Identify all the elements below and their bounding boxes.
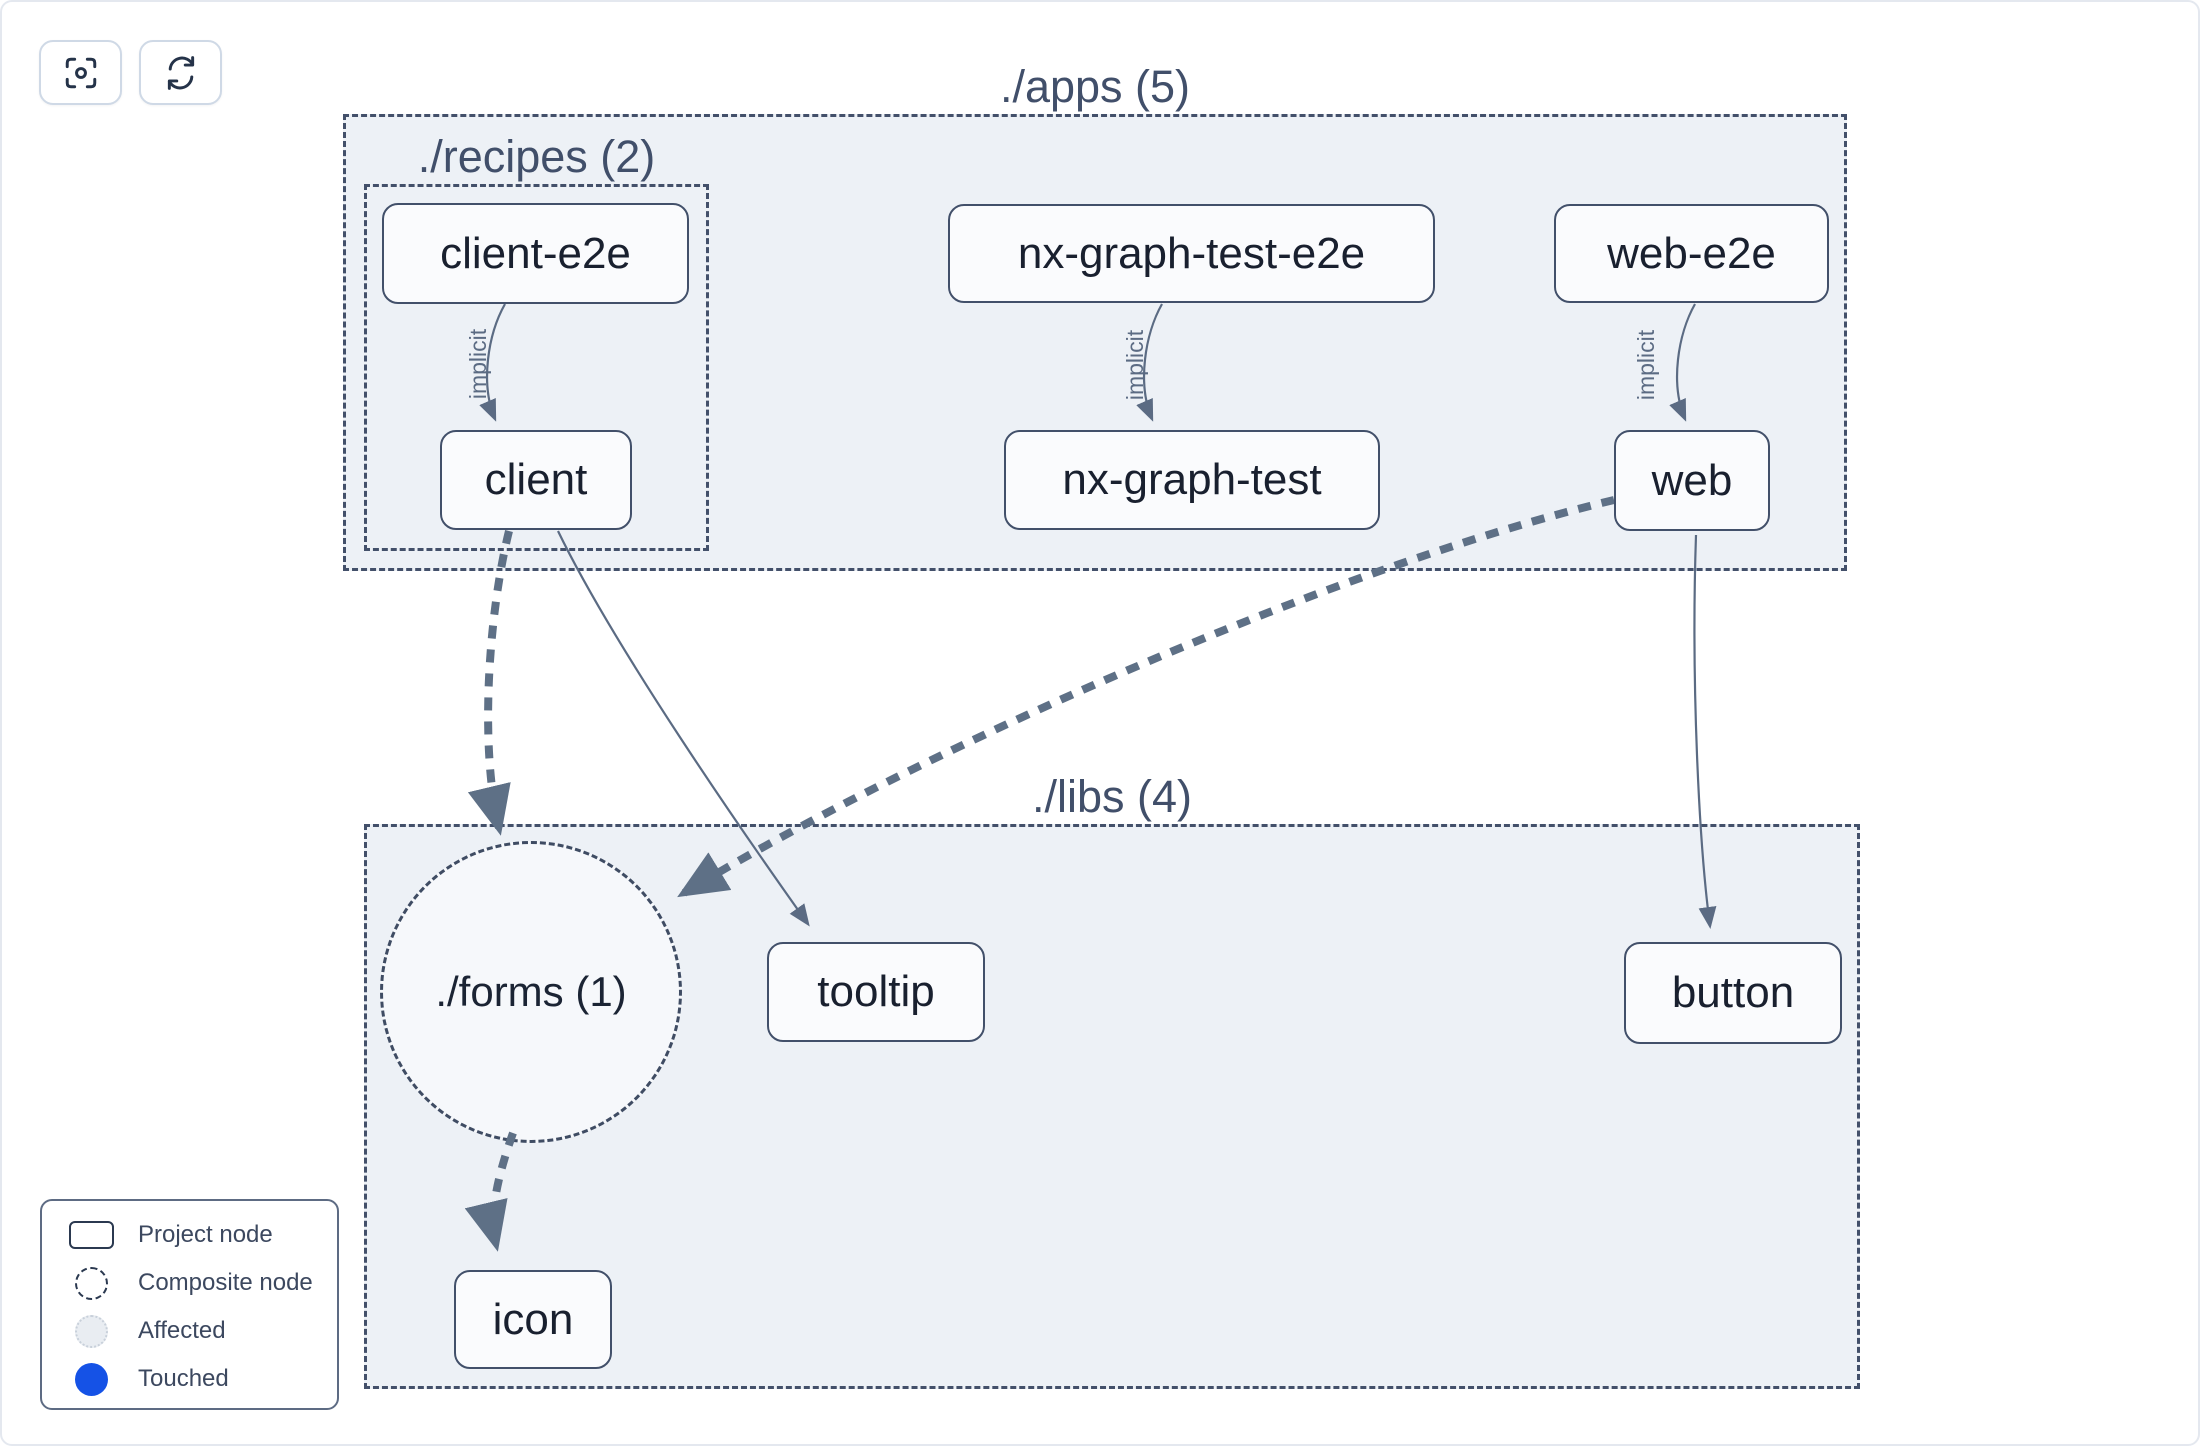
legend-label: Project node: [138, 1221, 273, 1248]
project-node-icon: [68, 1221, 114, 1249]
node-client-e2e[interactable]: client-e2e: [382, 203, 689, 304]
focus-button[interactable]: [39, 40, 122, 105]
node-label: nx-graph-test: [1062, 455, 1322, 504]
composite-node-icon: [68, 1266, 114, 1300]
group-recipes-label[interactable]: ./recipes (2): [417, 131, 656, 182]
refresh-button[interactable]: [139, 40, 222, 105]
node-nx-graph-test-e2e[interactable]: nx-graph-test-e2e: [948, 204, 1435, 303]
touched-icon: [68, 1362, 114, 1396]
node-web[interactable]: web: [1614, 430, 1770, 531]
focus-icon: [65, 57, 96, 88]
node-label: icon: [492, 1294, 574, 1344]
edge-web-button[interactable]: [1693, 534, 1717, 929]
edge-forms-icon[interactable]: [464, 1131, 517, 1252]
edge-web-e2e-web[interactable]: [1669, 303, 1696, 422]
edge-web-forms[interactable]: [677, 496, 1615, 898]
edge-client-e2e-client[interactable]: [479, 303, 506, 422]
refresh-icon: [167, 55, 194, 90]
composite-node-forms-label: ./forms (1): [435, 968, 627, 1015]
edge-client-forms[interactable]: [467, 530, 513, 836]
node-tooltip[interactable]: tooltip: [767, 942, 985, 1042]
group-libs-label[interactable]: ./libs (4): [1031, 771, 1193, 822]
composite-node-forms[interactable]: ./forms (1): [380, 841, 682, 1143]
legend-label: Composite node: [138, 1269, 313, 1296]
legend-item-project-node: Project node: [42, 1211, 337, 1259]
node-nx-graph-test[interactable]: nx-graph-test: [1004, 430, 1380, 530]
edge-nx-graph-test-e2e-nx-graph-test[interactable]: [1136, 303, 1163, 422]
node-label: tooltip: [817, 967, 935, 1016]
node-label: nx-graph-test-e2e: [1017, 228, 1366, 278]
node-label: client: [484, 455, 588, 504]
node-label: web: [1651, 455, 1733, 505]
node-label: client-e2e: [440, 228, 631, 278]
node-button[interactable]: button: [1624, 942, 1842, 1044]
legend-label: Affected: [138, 1317, 226, 1344]
legend-item-affected: Affected: [42, 1307, 337, 1355]
node-label: web-e2e: [1607, 228, 1776, 278]
legend-item-composite-node: Composite node: [42, 1259, 337, 1307]
group-recipes: [364, 184, 709, 551]
legend-label: Touched: [138, 1365, 229, 1392]
legend-item-touched: Touched: [42, 1355, 337, 1403]
affected-icon: [68, 1314, 114, 1348]
group-apps-label[interactable]: ./apps (5): [999, 61, 1191, 112]
legend: Project node Composite node Affected Tou…: [40, 1199, 339, 1410]
node-icon[interactable]: icon: [454, 1270, 612, 1369]
node-label: button: [1671, 968, 1795, 1017]
touched-swatch: [74, 1362, 108, 1396]
node-web-e2e[interactable]: web-e2e: [1554, 204, 1829, 303]
node-client[interactable]: client: [440, 430, 632, 530]
edge-client-tooltip[interactable]: [557, 530, 810, 927]
